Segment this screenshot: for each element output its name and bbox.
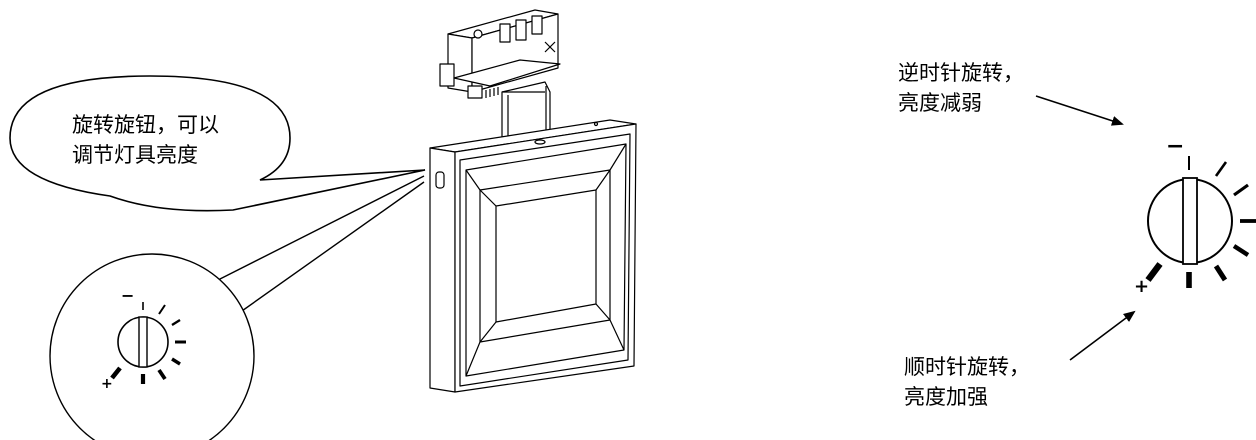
dial-large-plus-icon: + xyxy=(1134,276,1150,297)
zoom-callout xyxy=(49,175,425,440)
track-light-fixture xyxy=(429,9,637,393)
knob-slot-icon xyxy=(435,171,445,189)
dial-large xyxy=(1147,177,1233,265)
cw-label-line2: 亮度加强 xyxy=(904,385,988,409)
ccw-label-line2: 亮度减弱 xyxy=(898,91,982,115)
dial-small xyxy=(117,316,169,368)
callout-bubble xyxy=(9,75,426,212)
callout-text-line1: 旋转旋钮，可以 xyxy=(72,113,219,137)
fixture-box xyxy=(429,119,637,393)
dial-small-plus-icon: + xyxy=(101,376,113,392)
ccw-arrow xyxy=(1035,95,1124,126)
cw-arrow xyxy=(1069,310,1136,361)
arrows xyxy=(1035,95,1136,361)
dial-large-ticks xyxy=(1145,156,1256,288)
callout-text-line2: 调节灯具亮度 xyxy=(72,143,198,167)
dial-small-ticks xyxy=(110,302,186,384)
cw-label-line1: 顺时针旋转， xyxy=(904,355,1030,379)
ccw-label-line1: 逆时针旋转， xyxy=(898,61,1024,85)
dial-small-minus-icon: − xyxy=(121,286,135,305)
dial-large-minus-icon: − xyxy=(1166,134,1185,159)
fixture-stem xyxy=(501,81,551,146)
track-adapter xyxy=(439,9,561,99)
